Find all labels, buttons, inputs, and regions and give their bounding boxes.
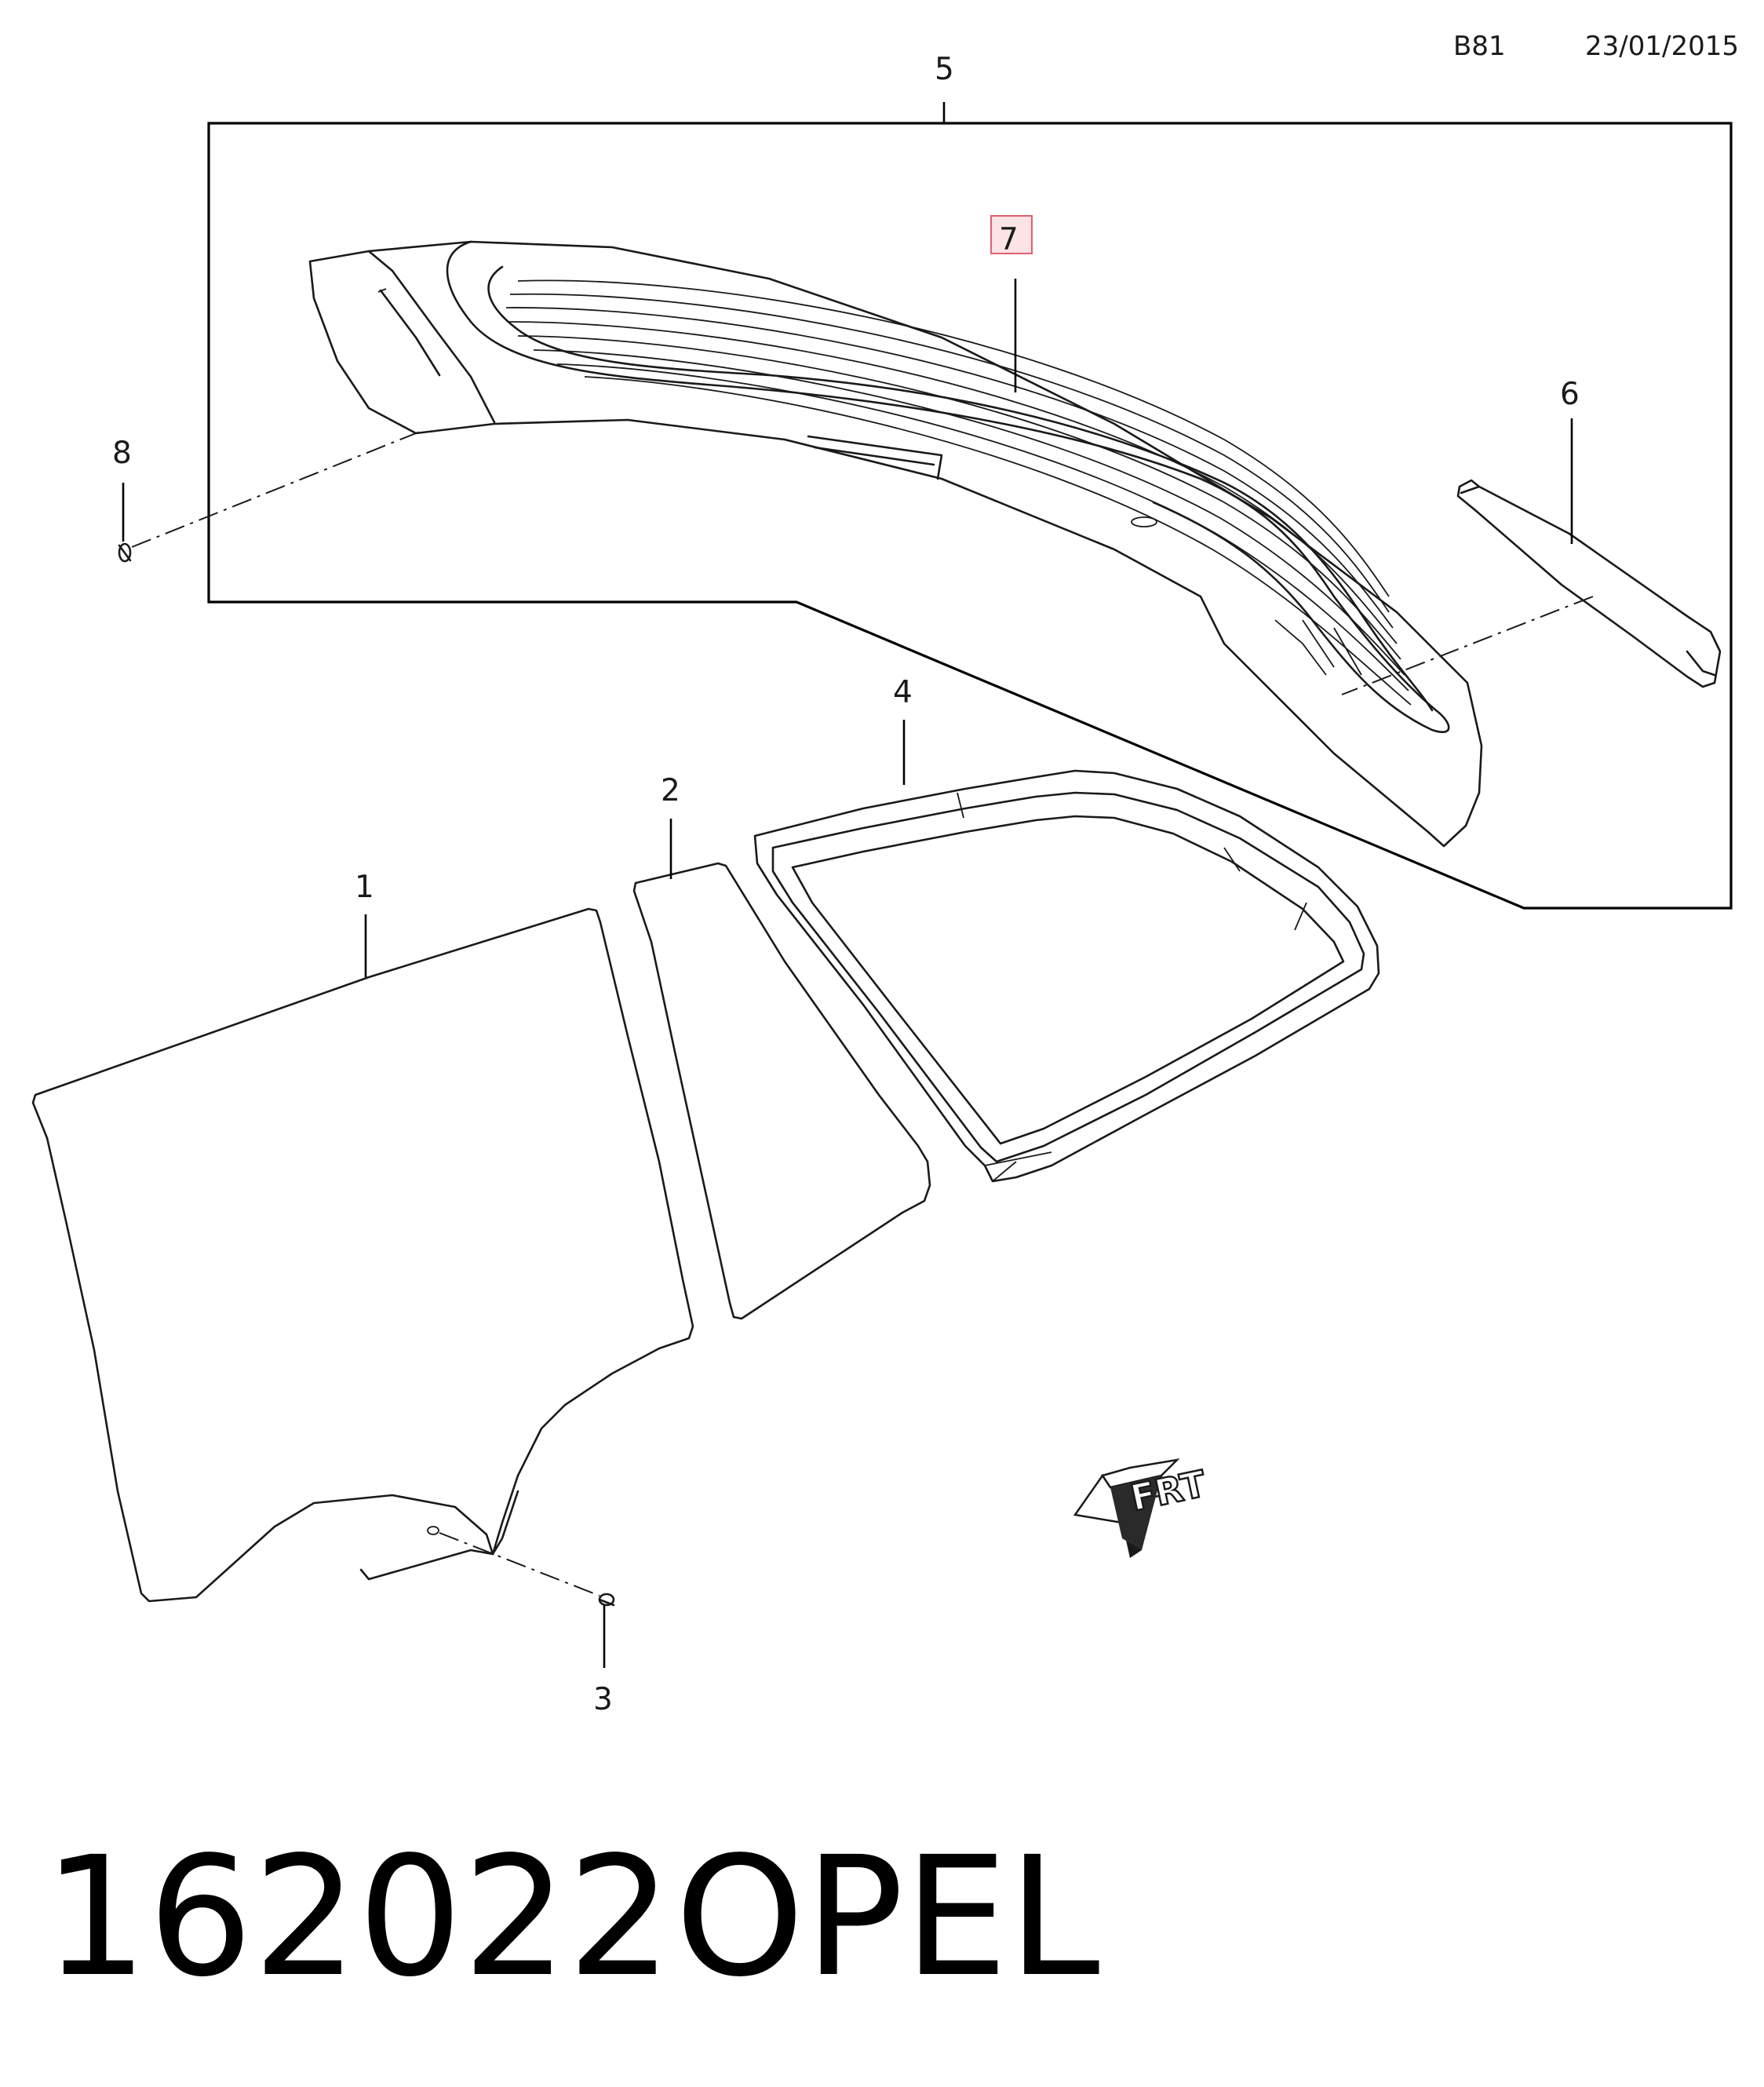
fixed-quarter-glass[interactable] [632,862,931,1320]
callout-7[interactable]: 7 [999,222,1019,257]
fastener-3[interactable] [427,1526,615,1607]
brake-lamp-strip[interactable] [1456,479,1722,688]
callout-3[interactable]: 3 [593,1682,613,1717]
header-date: 23/01/2015 [1585,31,1739,62]
clip-fitment-line [131,429,425,548]
fastener-fitment-line [439,1532,600,1596]
footer-part-number: 162022 [43,1821,672,2013]
callout-1[interactable]: 1 [355,870,374,905]
rear-window-glass[interactable] [308,240,1483,848]
rear-door-glass[interactable] [31,907,694,1603]
header-code: B81 [1453,31,1506,62]
footer-brand: OPEL [675,1821,1100,2013]
clip-8[interactable] [118,542,132,563]
callout-6[interactable]: 6 [1560,377,1580,412]
callout-5[interactable]: 5 [935,52,954,87]
heater-grid-lines [505,279,1412,706]
quarter-window-moulding[interactable] [753,769,1380,1183]
callout-4[interactable]: 4 [893,675,913,710]
front-direction-arrow-icon: FRT [1073,1458,1211,1558]
assembly-box-5 [207,102,1733,910]
callout-7-highlight [990,215,1033,254]
callout-2[interactable]: 2 [661,773,680,808]
callout-8[interactable]: 8 [112,436,132,471]
lamp-fitment-line [1341,596,1594,695]
